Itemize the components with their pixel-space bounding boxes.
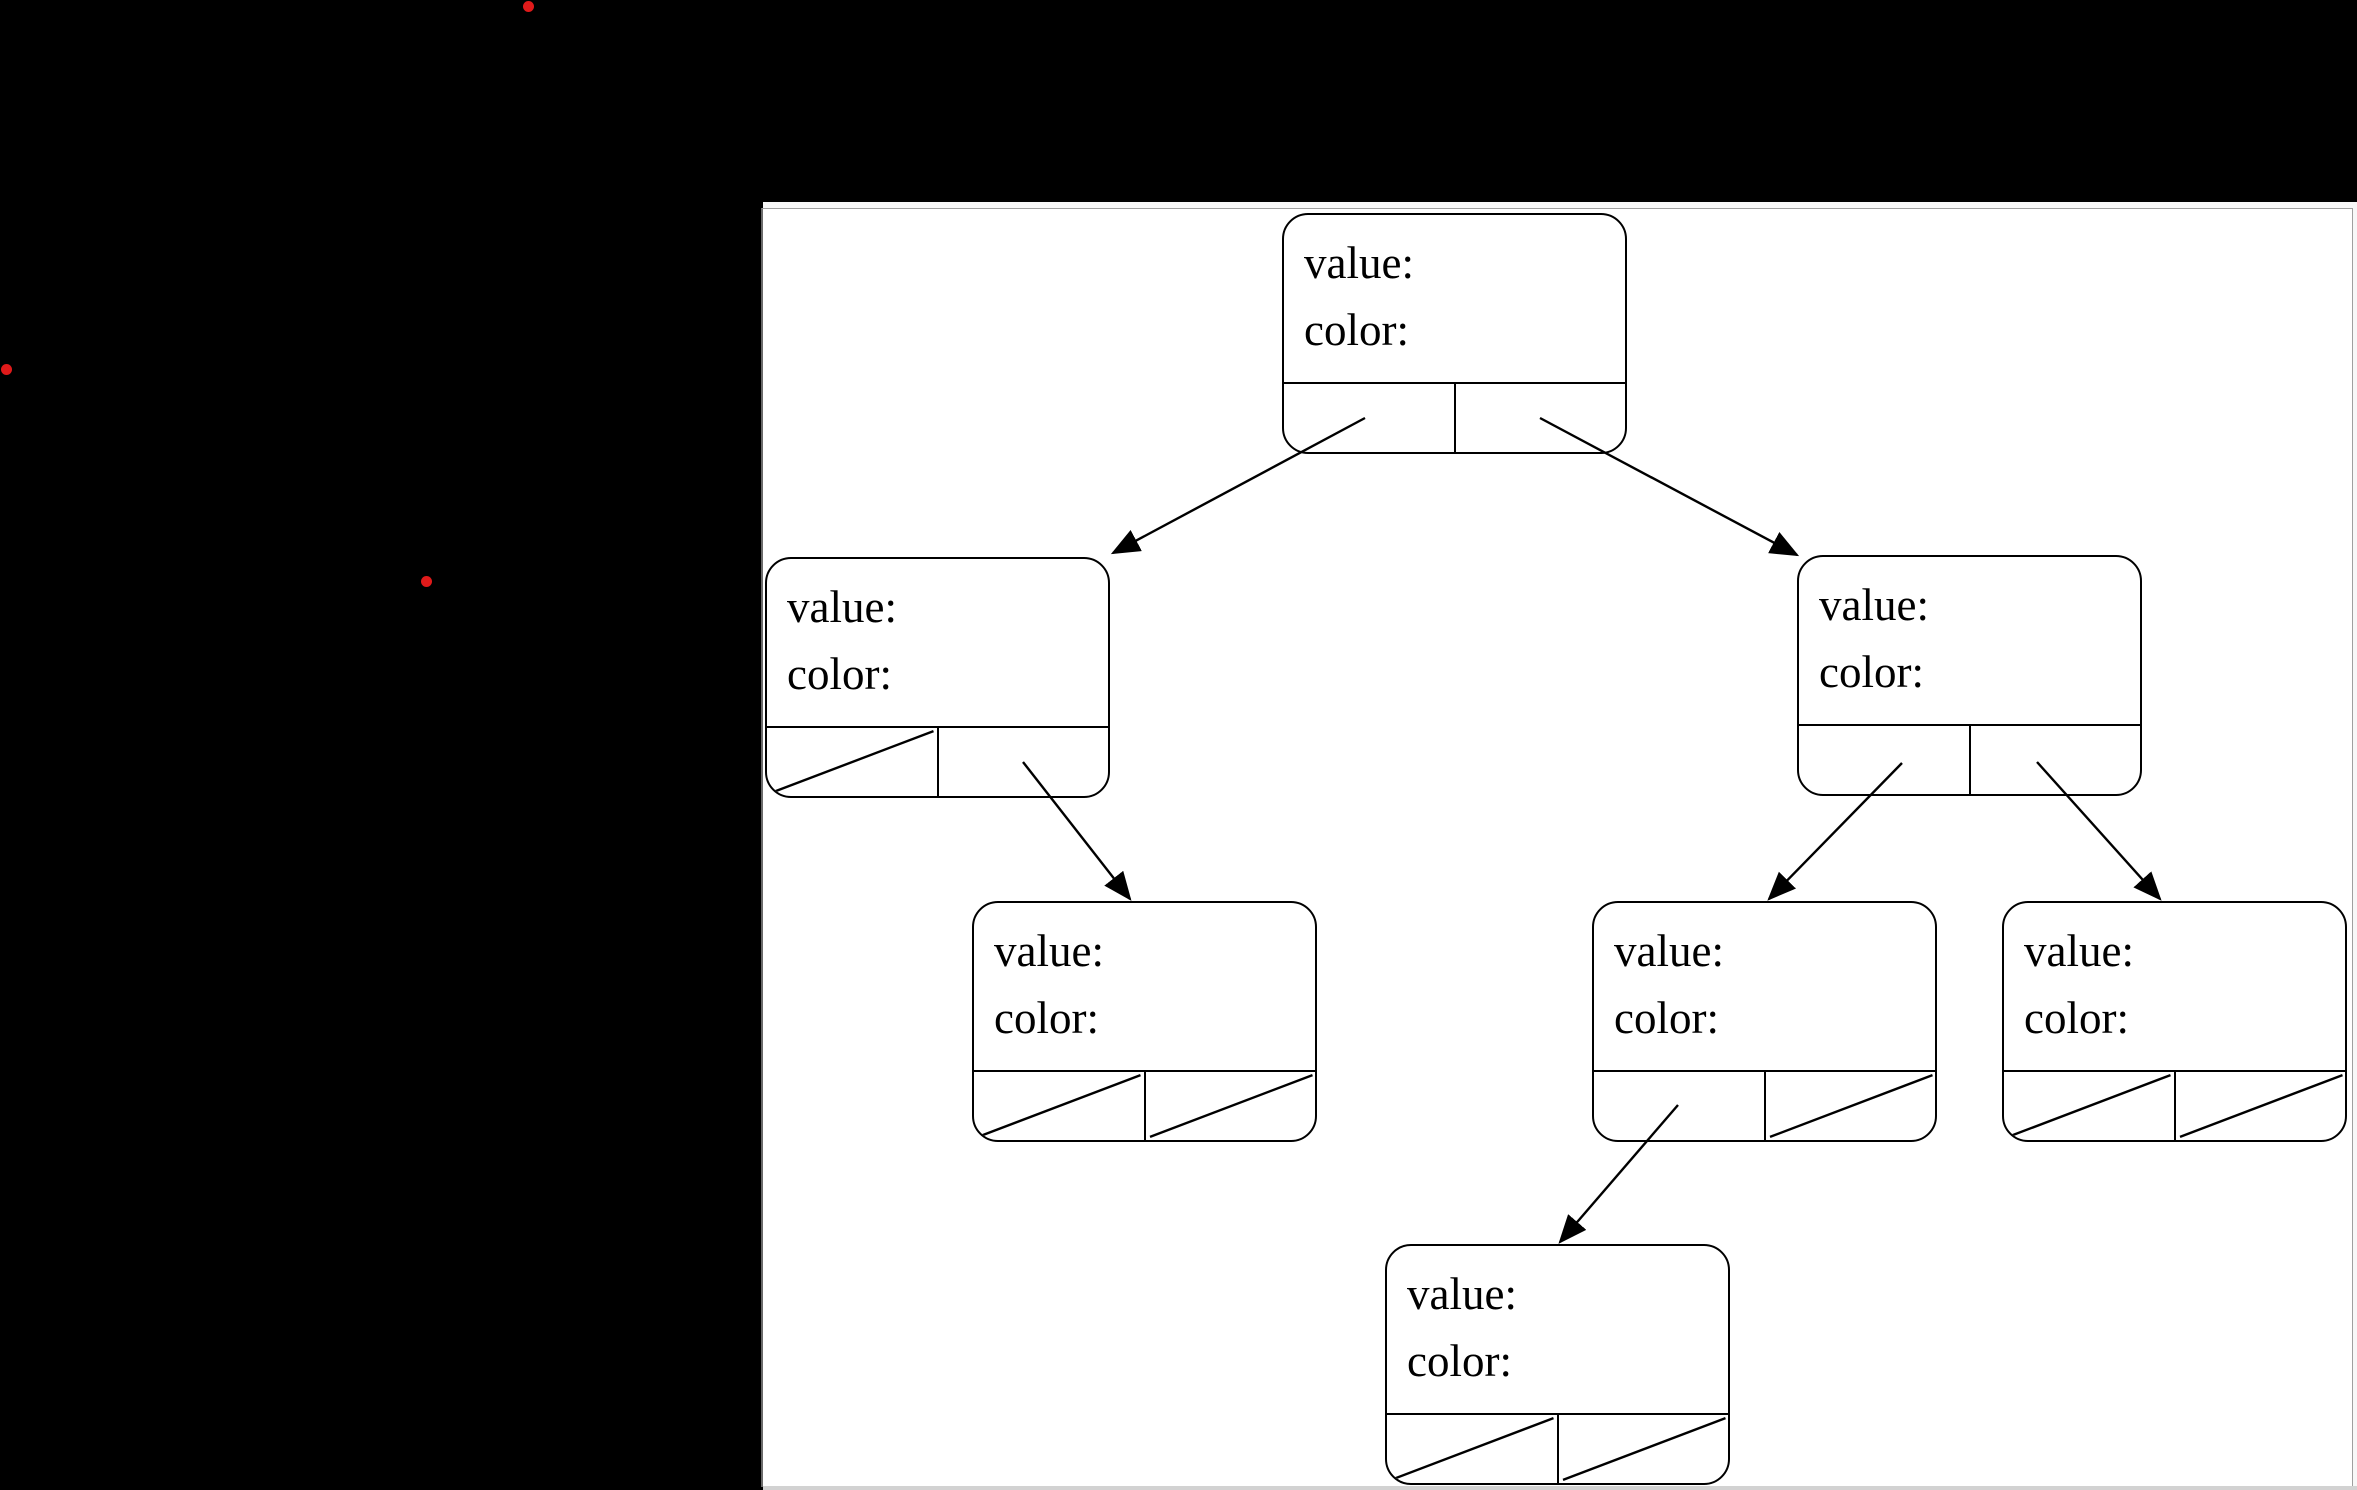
null-pointer-slash	[1559, 1415, 1729, 1483]
node-fields: value: color:	[1594, 903, 1935, 1070]
window-bottom-frame	[763, 1486, 2357, 1490]
right-pointer-cell	[2173, 1072, 2346, 1140]
pointer-cells	[1594, 1070, 1935, 1140]
left-pointer-cell	[2004, 1072, 2174, 1140]
node-fields: value: color:	[767, 559, 1108, 726]
left-pointer-cell	[1387, 1415, 1557, 1483]
color-field-label: color:	[2024, 993, 2129, 1043]
color-field-label: color:	[1614, 993, 1719, 1043]
right-pointer-cell	[1556, 1415, 1729, 1483]
right-pointer-cell	[1143, 1072, 1316, 1140]
color-field-label: color:	[1819, 647, 1924, 697]
right-pointer-cell	[1968, 726, 2141, 794]
null-pointer-slash	[1146, 1072, 1316, 1140]
red-dot-marker	[1, 364, 12, 375]
null-pointer-slash	[1766, 1072, 1936, 1140]
pointer-cells	[2004, 1070, 2345, 1140]
value-field-label: value:	[2024, 926, 2134, 976]
pointer-cells	[1799, 724, 2140, 794]
left-pointer-cell	[1284, 384, 1454, 452]
tree-node-right: value: color:	[1797, 555, 2142, 796]
value-field-label: value:	[1304, 238, 1414, 288]
window-top-frame	[763, 202, 2357, 209]
right-pointer-cell	[936, 728, 1109, 796]
red-dot-marker	[421, 576, 432, 587]
color-field-label: color:	[787, 649, 892, 699]
pointer-cells	[1284, 382, 1625, 452]
left-pointer-cell	[767, 728, 937, 796]
tree-node-right-left: value: color:	[1592, 901, 1937, 1142]
node-fields: value: color:	[974, 903, 1315, 1070]
value-field-label: value:	[994, 926, 1104, 976]
red-dot-marker	[523, 1, 534, 12]
left-pointer-cell	[1594, 1072, 1764, 1140]
node-fields: value: color:	[2004, 903, 2345, 1070]
tree-node-right-left-left: value: color:	[1385, 1244, 1730, 1485]
color-field-label: color:	[1407, 1336, 1512, 1386]
tree-node-left-right: value: color:	[972, 901, 1317, 1142]
pointer-cells	[974, 1070, 1315, 1140]
tree-node-right-right: value: color:	[2002, 901, 2347, 1142]
right-pointer-cell	[1763, 1072, 1936, 1140]
node-fields: value: color:	[1799, 557, 2140, 724]
pointer-cells	[1387, 1413, 1728, 1483]
window-right-frame	[2352, 209, 2357, 1490]
null-pointer-slash	[1387, 1415, 1557, 1483]
tree-node-left: value: color:	[765, 557, 1110, 798]
value-field-label: value:	[1407, 1269, 1517, 1319]
null-pointer-slash	[974, 1072, 1144, 1140]
pointer-cells	[767, 726, 1108, 796]
node-fields: value: color:	[1284, 215, 1625, 382]
null-pointer-slash	[2176, 1072, 2346, 1140]
null-pointer-slash	[2004, 1072, 2174, 1140]
value-field-label: value:	[1819, 580, 1929, 630]
color-field-label: color:	[1304, 305, 1409, 355]
right-pointer-cell	[1453, 384, 1626, 452]
left-pointer-cell	[974, 1072, 1144, 1140]
value-field-label: value:	[1614, 926, 1724, 976]
left-pointer-cell	[1799, 726, 1969, 794]
null-pointer-slash	[767, 728, 937, 796]
tree-node-root: value: color:	[1282, 213, 1627, 454]
value-field-label: value:	[787, 582, 897, 632]
color-field-label: color:	[994, 993, 1099, 1043]
node-fields: value: color:	[1387, 1246, 1728, 1413]
